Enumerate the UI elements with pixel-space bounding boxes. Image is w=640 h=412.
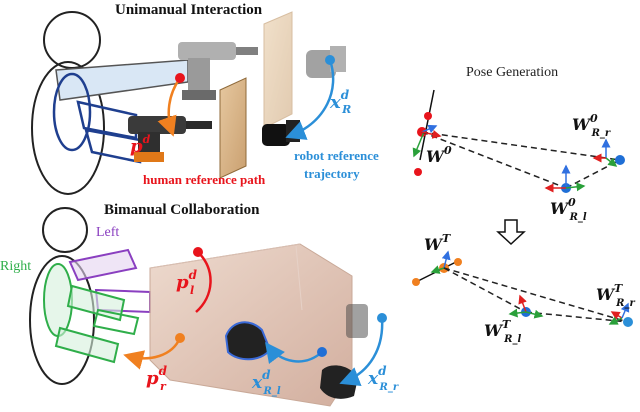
initial-human-lower: [414, 168, 422, 176]
human-reference-path-caption: human reference path: [143, 172, 266, 187]
human-figure-bottom: [29, 207, 95, 385]
initial-right-robot-point: [615, 155, 625, 165]
board-lower: [219, 77, 247, 179]
transition-arrow: [496, 219, 526, 246]
initial-human-joint: [424, 112, 432, 120]
p-r-path-curve: [123, 337, 182, 370]
robot-reference-caption-line2: trajectory: [304, 166, 360, 181]
board-upper: [263, 11, 293, 129]
p-r-start-dot: [175, 333, 185, 343]
human-figure-top: [31, 11, 105, 195]
right-arm: [43, 263, 140, 364]
human-path-start-dot: [175, 73, 185, 83]
bimanual-title: Bimanual Collaboration: [104, 202, 260, 218]
human-torso-bottom: [29, 255, 95, 385]
target-human-joint: [454, 258, 462, 266]
pose-generation-title: Pose Generation: [466, 65, 558, 80]
unimanual-title: Unimanual Interaction: [115, 2, 263, 18]
target-arm-line: [415, 261, 457, 283]
initial-arm-line: [419, 89, 435, 161]
drill-upper: [178, 42, 258, 100]
x-r-l-start-dot: [317, 347, 327, 357]
human-reference-path-curve: [157, 77, 182, 137]
robot-reference-caption-line1: robot reference: [294, 148, 379, 163]
unimanual-panel: Unimanual Interaction: [31, 2, 379, 195]
p-l-start-dot: [193, 247, 203, 257]
p-l-path-curve: [195, 251, 212, 313]
robot-trajectory-start-dot: [325, 55, 335, 65]
x-r-r-path-curve: [339, 317, 384, 386]
bimanual-panel: Bimanual Collaboration Left Right: [0, 202, 399, 407]
human-arm-upper-top: [55, 59, 189, 101]
human-head-top: [43, 11, 101, 69]
target-right-robot-point: [623, 317, 633, 327]
wt-label: WT: [424, 232, 451, 254]
robot-reference-trajectory-curve: [285, 59, 335, 140]
human-torso-top: [31, 61, 105, 195]
left-arm-label: Left: [96, 225, 119, 240]
p-d-label: pd: [130, 133, 151, 157]
human-head-bottom: [42, 207, 88, 253]
x-r-l-path-curve: [264, 342, 323, 364]
right-arm-label: Right: [0, 259, 31, 274]
w0-label: W0: [426, 144, 452, 166]
x-r-r-start-dot: [377, 313, 387, 323]
target-human-lower: [412, 278, 420, 286]
